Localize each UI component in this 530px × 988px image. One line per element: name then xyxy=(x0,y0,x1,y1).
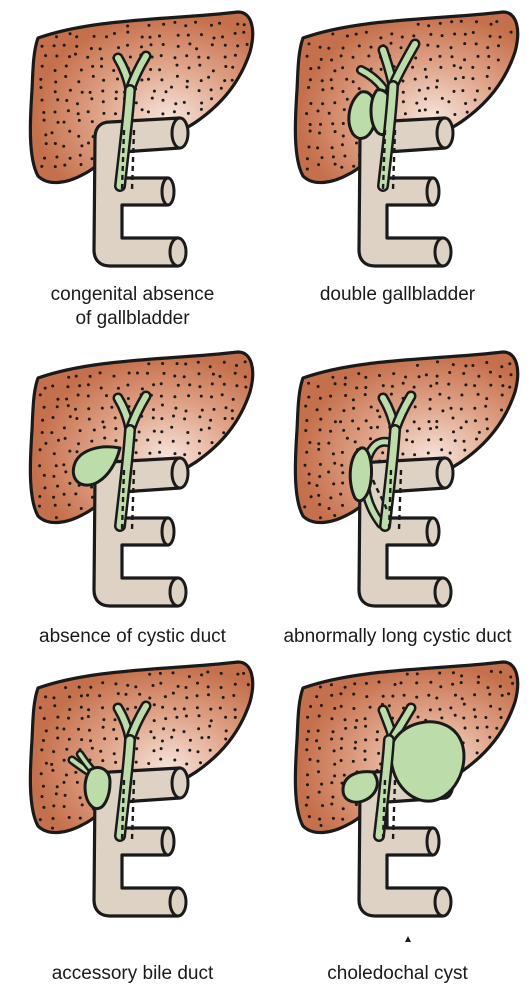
duodenum-end-lower xyxy=(435,578,451,606)
duodenum-end-middle xyxy=(427,518,439,545)
gallbladder xyxy=(350,448,371,501)
duodenum-end-lower xyxy=(170,238,186,266)
duodenum-end-upper xyxy=(172,768,188,798)
duodenum-end-upper xyxy=(172,118,188,148)
duodenum-end-middle xyxy=(427,178,439,205)
panel-caption: double gallbladder xyxy=(265,283,530,307)
figure-group xyxy=(295,352,517,606)
duodenum-end-middle xyxy=(427,828,439,855)
duodenum-end-lower xyxy=(170,578,186,606)
duodenum-end-upper xyxy=(437,458,453,488)
panel-choledochal-cyst: choledochal cyst xyxy=(265,650,530,979)
liver xyxy=(295,12,517,183)
figure-group xyxy=(30,662,252,916)
figure-group xyxy=(295,662,517,916)
panel-caption: accessory bile duct xyxy=(0,962,265,986)
anatomy-figure xyxy=(0,340,265,625)
figure-group xyxy=(30,12,252,266)
duodenum-end-upper xyxy=(437,118,453,148)
stray-mark xyxy=(405,936,411,942)
anatomy-figure xyxy=(265,340,530,625)
anatomy-figure xyxy=(265,650,530,950)
panel-double-gallbladder: double gallbladder xyxy=(265,0,530,329)
figure-group xyxy=(295,12,517,266)
panel-accessory-bile-duct: accessory bile duct xyxy=(0,650,265,979)
panel-caption: congenital absence of gallbladder xyxy=(0,283,265,331)
duodenum-end-middle xyxy=(162,518,174,545)
panel-congenital-absence-of-gallbladder: congenital absence of gallbladder xyxy=(0,0,265,329)
panel-caption: absence of cystic duct xyxy=(0,625,265,649)
duodenum-end-lower xyxy=(435,238,451,266)
duodenum-end-upper xyxy=(172,458,188,488)
anatomy-figure xyxy=(0,0,265,285)
panel-abnormally-long-cystic-duct: abnormally long cystic duct xyxy=(265,340,530,669)
duodenum-end-middle xyxy=(162,828,174,855)
anatomy-figure xyxy=(0,650,265,950)
duodenum-end-lower xyxy=(435,888,451,916)
duodenum-end-lower xyxy=(170,888,186,916)
gallbladder xyxy=(85,768,110,809)
panel-caption: abnormally long cystic duct xyxy=(265,625,530,649)
duodenum-end-middle xyxy=(162,178,174,205)
anatomy-figure xyxy=(265,0,530,285)
choledochal-cyst xyxy=(391,722,464,801)
figure-group xyxy=(30,352,252,606)
panel-absence-of-cystic-duct: absence of cystic duct xyxy=(0,340,265,669)
panel-caption: choledochal cyst xyxy=(265,962,530,986)
